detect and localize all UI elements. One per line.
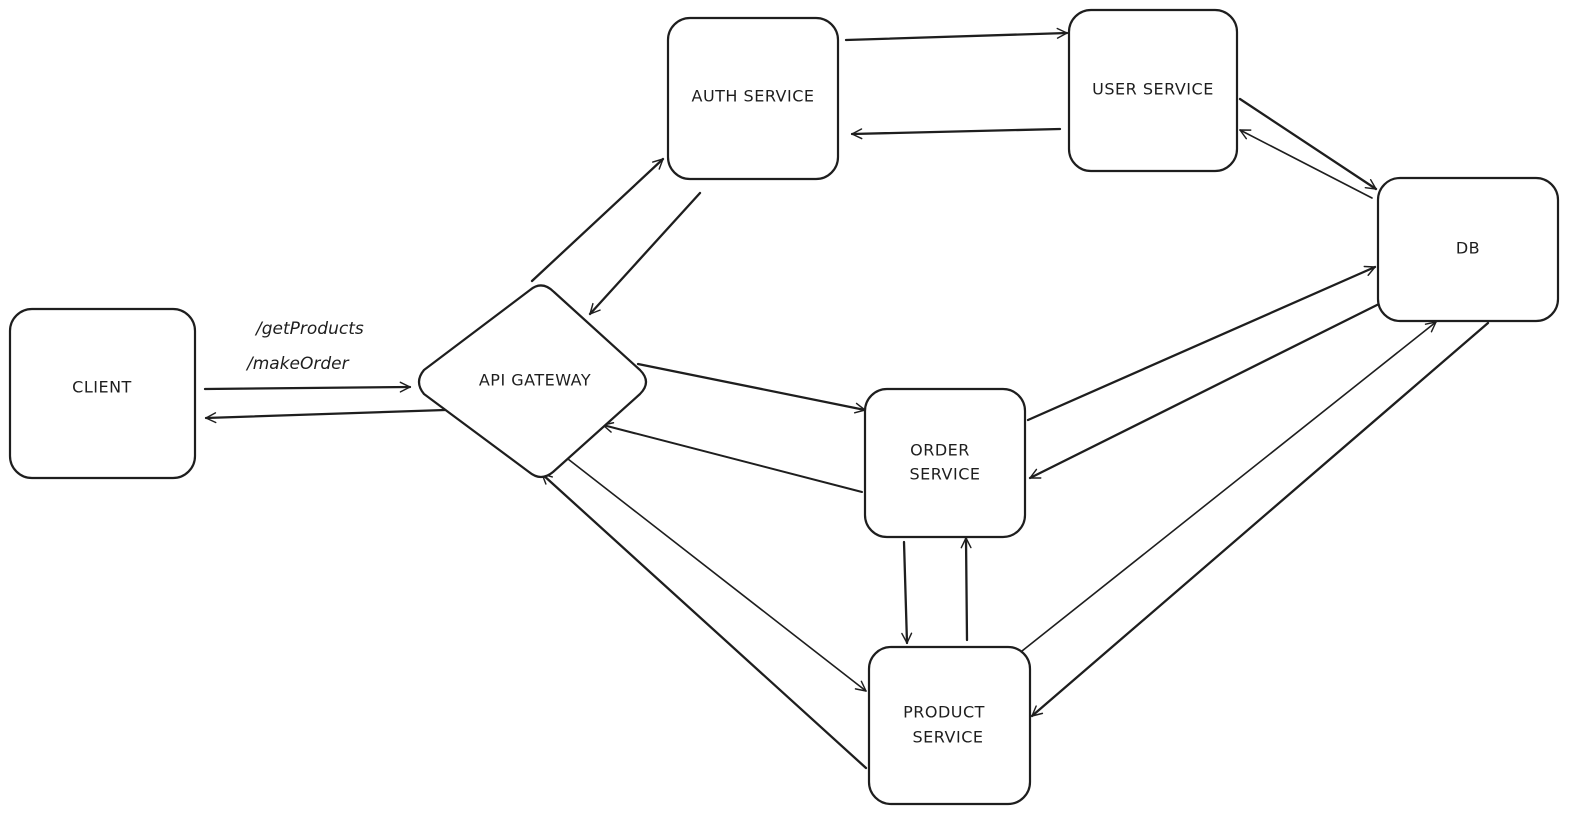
edge-gateway-to-product: [567, 458, 867, 692]
node-product-service-label-line1: PRODUCT: [903, 703, 985, 722]
node-auth-service-label: AUTH SERVICE: [692, 87, 815, 106]
edge-gateway-to-auth: [530, 157, 665, 283]
node-db-label: DB: [1456, 239, 1480, 258]
node-api-gateway-label: API GATEWAY: [479, 371, 591, 390]
node-product-service-label-line2: SERVICE: [913, 728, 984, 747]
edge-db-to-user: [1239, 129, 1373, 199]
edge-auth-to-user: [844, 27, 1069, 42]
edge-db-to-product: [1030, 321, 1490, 718]
edge-label-make-order: /makeOrder: [245, 354, 350, 374]
node-user-service-label: USER SERVICE: [1092, 80, 1214, 99]
edge-client-to-gateway: [203, 381, 412, 393]
node-db[interactable]: DB: [1376, 176, 1560, 323]
edge-order-to-db: [1026, 265, 1377, 422]
node-client[interactable]: CLIENT: [8, 307, 197, 480]
edge-order-to-product: [901, 540, 913, 645]
node-auth-service[interactable]: AUTH SERVICE: [666, 16, 840, 181]
edge-auth-to-gateway: [588, 191, 702, 316]
edge-gateway-to-order: [636, 362, 867, 414]
node-order-service[interactable]: ORDER SERVICE: [863, 387, 1027, 539]
edge-gateway-to-client: [204, 408, 447, 424]
edge-user-to-auth: [850, 127, 1062, 140]
edge-user-to-db: [1238, 97, 1378, 191]
edge-product-to-db: [1021, 321, 1437, 652]
edge-label-get-products: /getProducts: [254, 319, 364, 339]
edges: [203, 27, 1490, 770]
edge-db-to-order: [1028, 299, 1387, 480]
edge-product-to-gateway: [540, 472, 868, 770]
edge-product-to-order: [960, 536, 972, 642]
node-product-service[interactable]: PRODUCT SERVICE: [867, 645, 1032, 806]
node-order-service-label-line1: ORDER: [910, 441, 970, 460]
node-user-service[interactable]: USER SERVICE: [1067, 8, 1239, 173]
node-order-service-label-line2: SERVICE: [910, 465, 981, 484]
node-api-gateway[interactable]: API GATEWAY: [417, 284, 648, 479]
edge-order-to-gateway: [602, 422, 863, 493]
node-client-label: CLIENT: [72, 378, 132, 397]
